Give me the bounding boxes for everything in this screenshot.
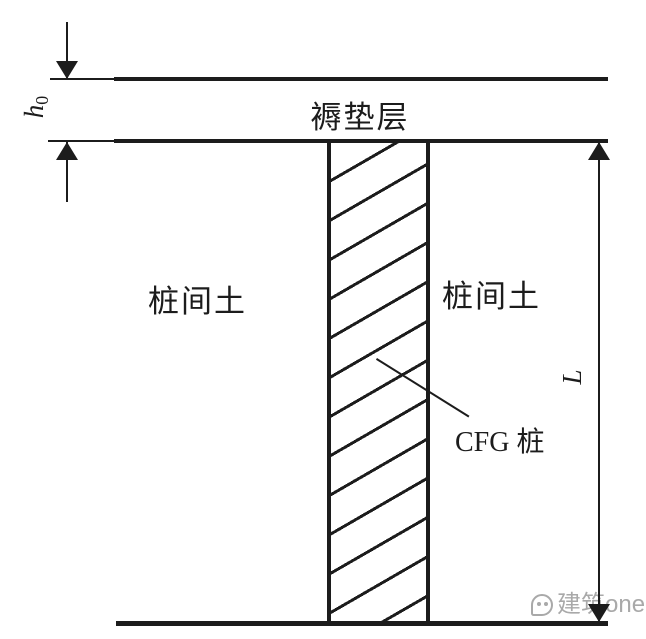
h0-symbol: h bbox=[19, 104, 49, 119]
h0-extension-line-bottom bbox=[48, 140, 116, 142]
h0-extension-line-top bbox=[50, 78, 116, 80]
h0-arrow-down-icon bbox=[56, 61, 78, 79]
l-arrow-down-icon bbox=[588, 604, 610, 622]
h0-dimension-line-lower bbox=[66, 142, 68, 202]
jianzhu-one-logo-icon bbox=[531, 594, 553, 616]
l-dimension-line bbox=[598, 142, 600, 622]
h0-dimension-line-upper bbox=[66, 22, 68, 79]
soil-between-piles-label-right: 桩间土 bbox=[442, 279, 541, 314]
l-arrow-up-icon bbox=[588, 142, 610, 160]
cfg-pile-label: CFG 桩 bbox=[455, 427, 545, 458]
h0-arrow-up-icon bbox=[56, 142, 78, 160]
cushion-bottom-line bbox=[114, 139, 608, 143]
cushion-top-line bbox=[114, 77, 608, 81]
logo-dot-icon bbox=[544, 602, 548, 606]
h0-dimension-label: h0 bbox=[19, 67, 52, 147]
soil-between-piles-label-left: 桩间土 bbox=[148, 284, 247, 319]
pile-bottom-line bbox=[116, 621, 608, 626]
cfg-pile-hatched-body bbox=[327, 143, 430, 622]
cushion-layer-label: 褥垫层 bbox=[310, 100, 410, 135]
l-dimension-label: L bbox=[557, 369, 587, 385]
logo-dot-icon bbox=[537, 602, 541, 606]
h0-subscript: 0 bbox=[32, 95, 52, 105]
